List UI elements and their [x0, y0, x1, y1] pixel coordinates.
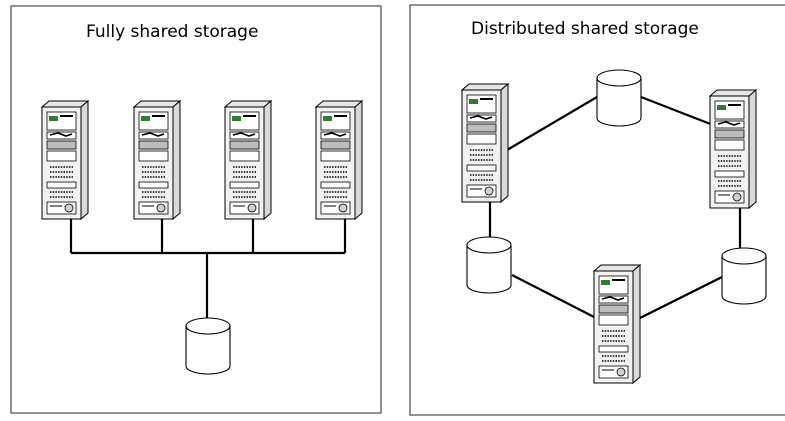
server-icon	[315, 100, 363, 220]
storage-disk-icon	[185, 317, 231, 375]
server-icon	[41, 100, 89, 220]
server-icon	[461, 83, 509, 203]
server-icon	[593, 264, 641, 384]
distributed-shared-panel: Distributed shared storage	[409, 4, 785, 416]
storage-disk-icon	[466, 236, 512, 294]
fully-shared-panel: Fully shared storage	[10, 5, 382, 414]
right-panel-title: Distributed shared storage	[471, 19, 699, 39]
left-panel-title: Fully shared storage	[86, 22, 258, 42]
storage-disk-icon	[721, 247, 767, 305]
server-icon	[224, 100, 272, 220]
server-icon	[709, 89, 757, 209]
storage-disk-icon	[596, 69, 642, 127]
server-icon	[133, 100, 181, 220]
shared-bus-connections	[69, 219, 347, 325]
